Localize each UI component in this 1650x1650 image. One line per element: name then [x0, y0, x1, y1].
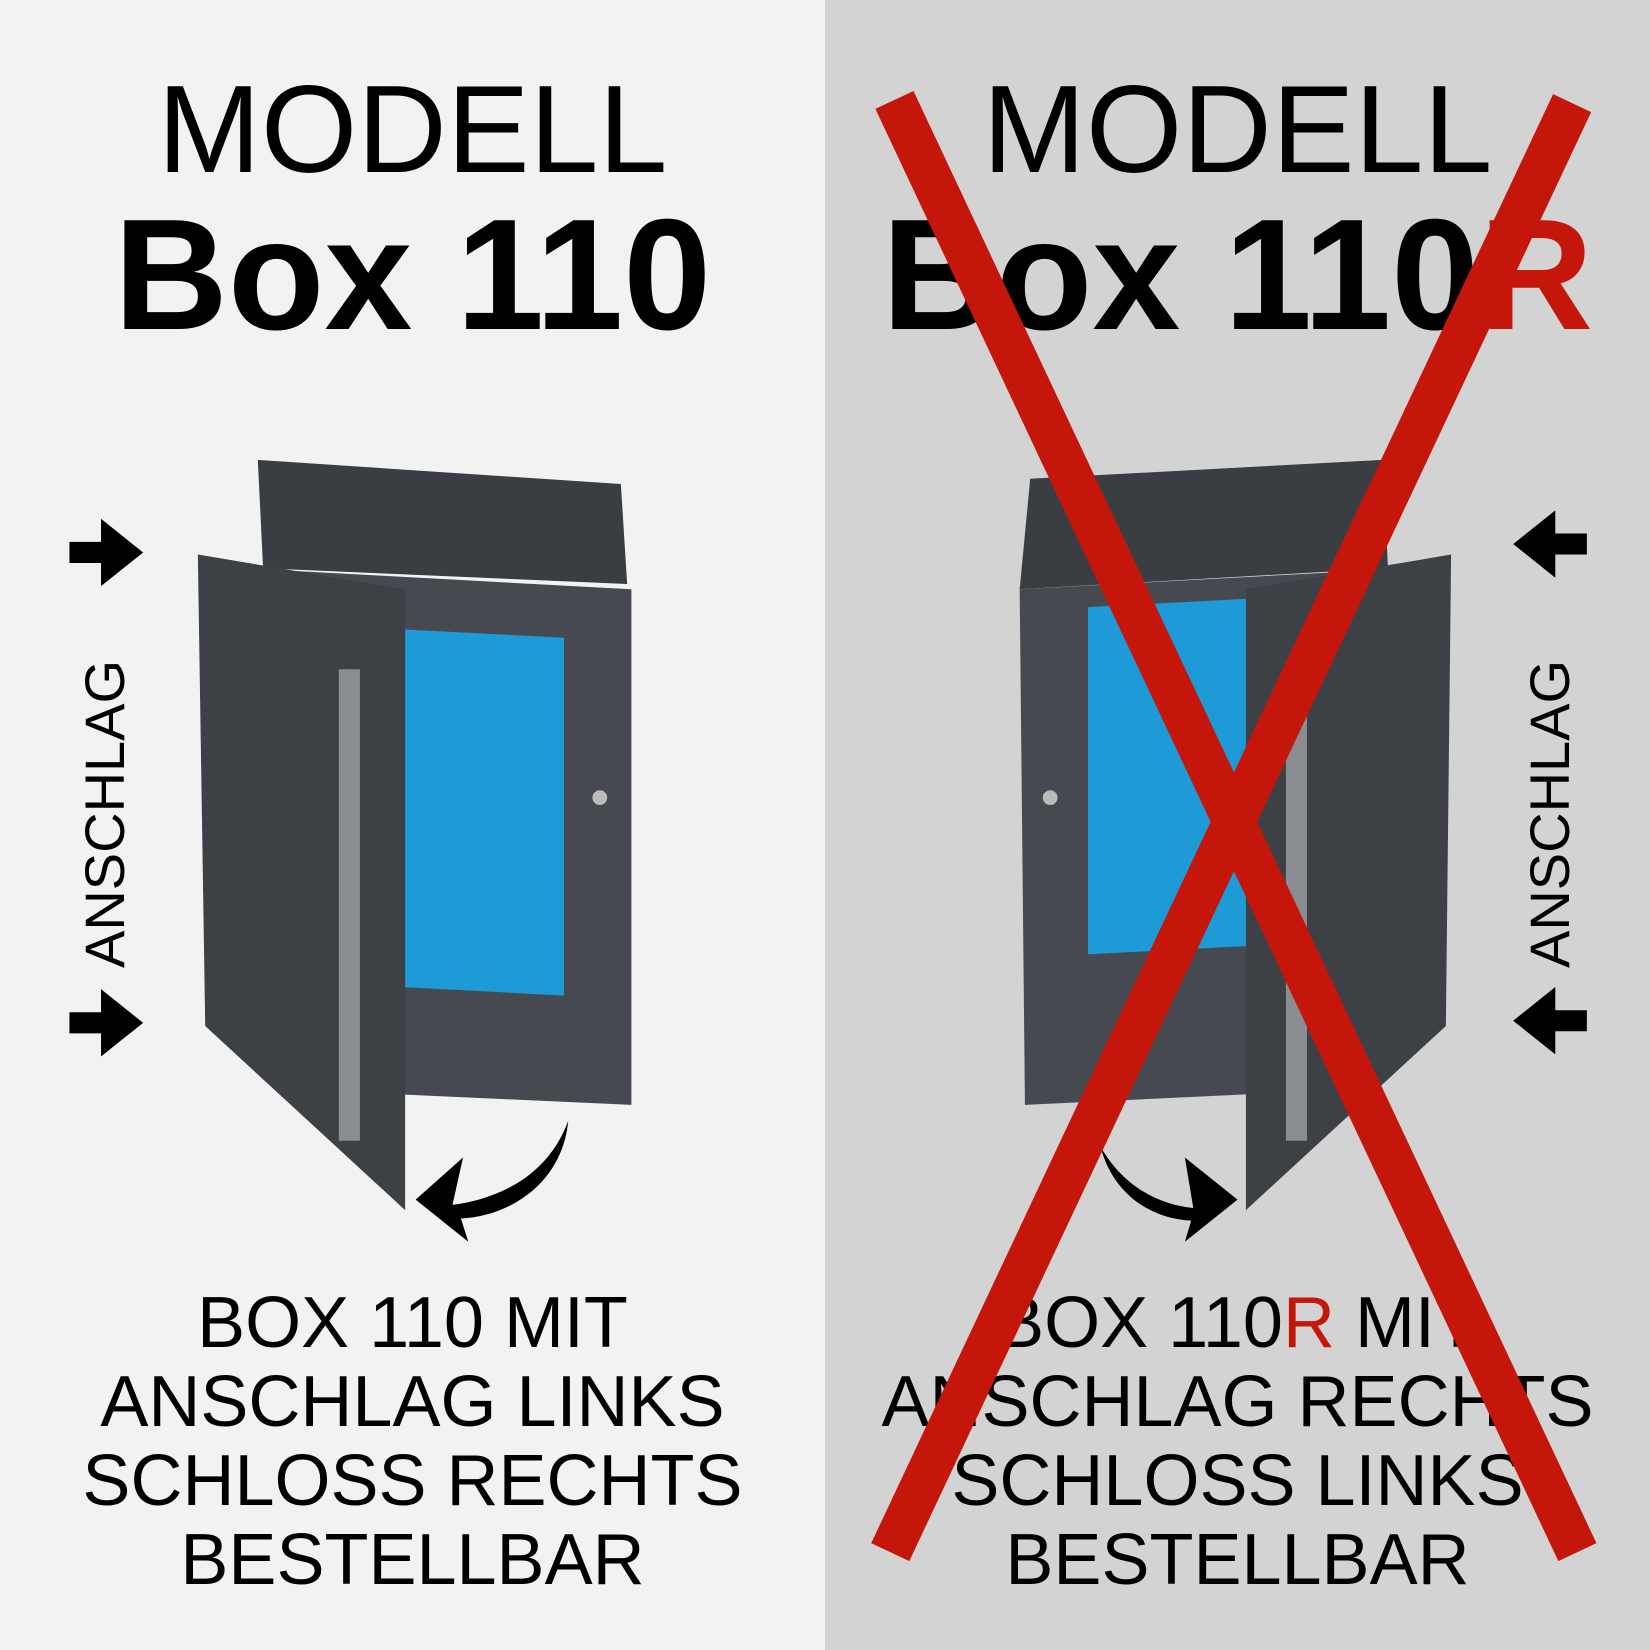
caption-red-r: R: [1282, 1283, 1335, 1363]
caption-line: ANSCHLAG LINKS: [100, 1362, 725, 1442]
caption-line: BESTELLBAR: [180, 1520, 645, 1600]
red-cross-mark-icon: [871, 91, 1597, 1562]
arrow-right-icon: [69, 989, 144, 1057]
arrow-left-icon: [1513, 510, 1587, 578]
left-panel-box-110: MODELL Box 110 ANSCHLAG BOX 110 MIT ANSC…: [0, 61, 825, 1600]
arrow-left-icon: [1513, 987, 1587, 1055]
caption-line: BOX 110 MIT: [197, 1283, 628, 1363]
heading: MODELL: [157, 61, 668, 199]
model-name: Box 110: [113, 187, 712, 363]
mailbox-image-left-hinge: [69, 459, 632, 1242]
caption-line: SCHLOSS LINKS: [951, 1441, 1524, 1521]
arrow-right-icon: [69, 518, 144, 587]
heading: MODELL: [982, 61, 1493, 199]
caption-line: SCHLOSS RECHTS: [82, 1441, 743, 1521]
caption-line: BESTELLBAR: [1005, 1520, 1470, 1600]
curved-arrow-icon: [1100, 1147, 1238, 1242]
right-panel-box-110r: MODELL Box 110R ANSCHLAG BOX 110R MIT AN…: [825, 0, 1650, 1650]
caption: BOX 110 MIT ANSCHLAG LINKS SCHLOSS RECHT…: [0, 1284, 825, 1600]
caption-text: BOX 110: [996, 1283, 1283, 1363]
curved-arrow-icon: [415, 1120, 569, 1242]
